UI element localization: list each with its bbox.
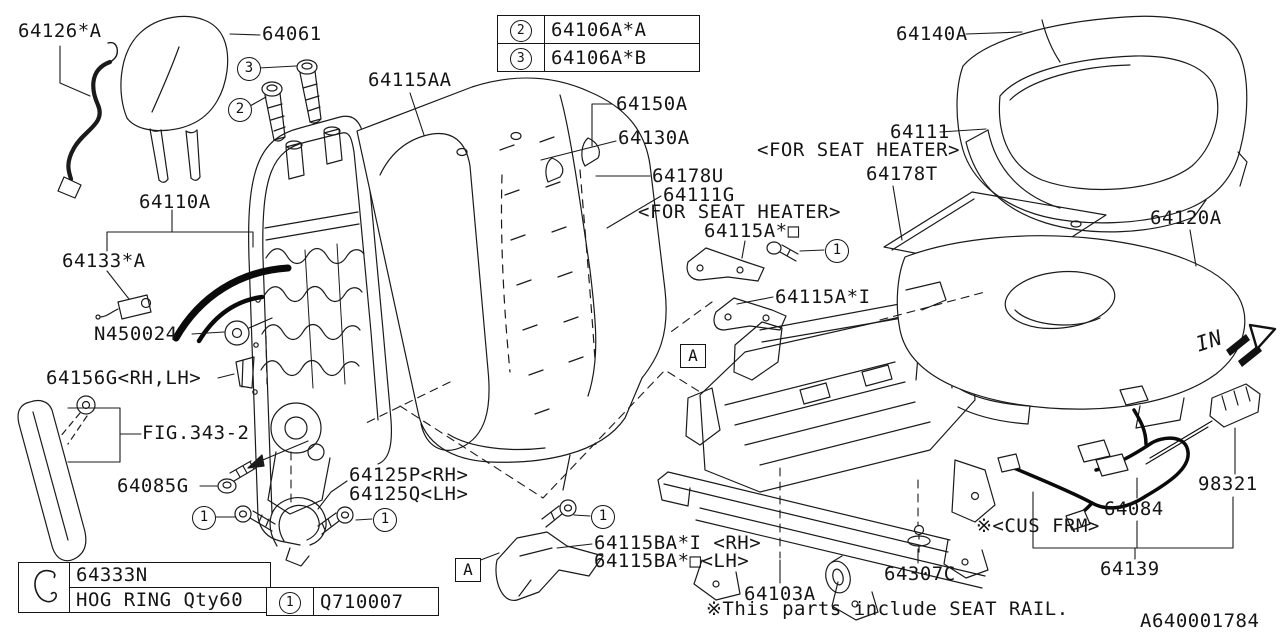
headrest-drawing <box>120 15 229 183</box>
label-seat-rail-assy: 64139 <box>1100 558 1160 580</box>
label-back-heater-note: <FOR SEAT HEATER> <box>638 201 841 223</box>
note-seat-rail: ※This parts include SEAT RAIL. <box>706 598 1069 620</box>
callout-1-outer-bracket: 1 <box>591 505 615 529</box>
label-inner-bracket-i: 64115A*I <box>775 286 871 308</box>
table-callout-1: 1 <box>279 592 301 614</box>
table-callout-2: 2 <box>510 20 532 42</box>
label-outer-bracket-lh: 64115BA*□<LH> <box>594 550 750 572</box>
hog-ring-table: 64333N HOG RING Qty60 <box>18 562 271 613</box>
hog-ring-part: 64333N <box>69 562 271 588</box>
fastener-3-part: 64106A*B <box>544 43 700 72</box>
clip-drawing <box>235 356 255 389</box>
section-a-bracket: A <box>455 558 481 582</box>
hog-ring-desc: HOG RING Qty60 <box>69 587 271 613</box>
headrest-harness-drawing <box>57 41 119 199</box>
label-grommet: 64103A <box>744 583 816 605</box>
label-back-heater-pad: 64178U <box>652 165 724 187</box>
in-direction-arrow <box>1226 323 1277 367</box>
assembly-direction-swoosh <box>172 264 292 344</box>
label-harness: 64084 <box>1104 498 1164 520</box>
callout-3: 3 <box>237 57 261 81</box>
label-headrest-harness: 64126*A <box>18 20 102 42</box>
callout-1-recliner-right: 1 <box>373 508 397 532</box>
callout-1-inner-bracket: 1 <box>825 239 849 263</box>
lumbar-unit-drawing <box>95 294 152 320</box>
inner-bracket-i-drawing <box>713 297 787 331</box>
callout-2: 2 <box>228 98 252 122</box>
screw-clip-drawing <box>907 524 931 553</box>
table-callout-3: 3 <box>510 48 532 70</box>
seat-back-cover-drawing <box>356 77 667 463</box>
label-screw-clip: 64307C <box>884 563 956 585</box>
label-clip: 64156G<RH,LH> <box>46 367 202 389</box>
harness-drawing <box>1012 408 1213 520</box>
label-back-cover-heater: 64111G <box>663 184 735 206</box>
inner-bracket-sq-drawing <box>686 241 799 282</box>
leader-lines <box>59 31 1236 584</box>
label-cushion-pad: 64120A <box>1150 207 1222 229</box>
label-cushion-cover-heater: 64111 <box>890 121 950 143</box>
label-back-cover: 64115AA <box>368 69 452 91</box>
label-nut: N450024 <box>94 323 178 345</box>
label-outer-bracket-rh: 64115BA*I <RH> <box>594 532 762 554</box>
cushion-heater-element-drawing <box>965 129 1207 233</box>
label-cus-frm-note: ※<CUS FRM> <box>976 515 1100 537</box>
grommet-drawing <box>825 555 851 594</box>
label-connector: 98321 <box>1198 473 1258 495</box>
screw-q-part: Q710007 <box>313 587 439 616</box>
seat-back-frame-drawing <box>248 115 393 518</box>
label-cover-lh: 64125Q<LH> <box>349 483 469 505</box>
hog-ring-icon <box>34 569 57 603</box>
cushion-cover-drawing <box>956 15 1248 224</box>
fastener-callout-table: 2 64106A*A 3 64106A*B <box>497 15 700 72</box>
label-cushion-heater-note: <FOR SEAT HEATER> <box>757 139 960 161</box>
recliner-bolts-drawing <box>217 440 354 535</box>
label-cushion-heater-pad: 64178T <box>866 163 938 185</box>
label-cushion-cover: 64140A <box>896 23 968 45</box>
headrest-guide-bolts-drawing <box>261 59 322 142</box>
harness-connectors-drawing <box>997 383 1261 531</box>
cushion-pad-drawing <box>896 235 1246 429</box>
label-fig-ref: FIG.343-2 <box>142 422 250 444</box>
label-lumbar-unit: 64133*A <box>62 250 146 272</box>
callout-1-recliner-left: 1 <box>192 506 216 530</box>
section-a-frame: A <box>680 344 706 368</box>
doc-code: A640001784 <box>1140 610 1260 632</box>
side-airbag-drawing <box>17 395 96 562</box>
label-hook-upper: 64150A <box>616 93 688 115</box>
label-back-frame: 64110A <box>139 191 211 213</box>
label-inner-bracket-sq: 64115A*□ <box>704 220 800 242</box>
label-headrest: 64061 <box>262 23 322 45</box>
label-cover-rh: 64125P<RH> <box>349 464 469 486</box>
label-bolt: 64085G <box>117 475 189 497</box>
label-hook-lower: 64130A <box>618 127 690 149</box>
mount-nut-drawing <box>224 317 273 346</box>
screw-callout-table: 1 Q710007 <box>266 587 439 616</box>
dashed-reference-lines <box>265 291 986 559</box>
fastener-2-part: 64106A*A <box>544 15 700 44</box>
outer-bracket-drawing <box>495 499 604 601</box>
